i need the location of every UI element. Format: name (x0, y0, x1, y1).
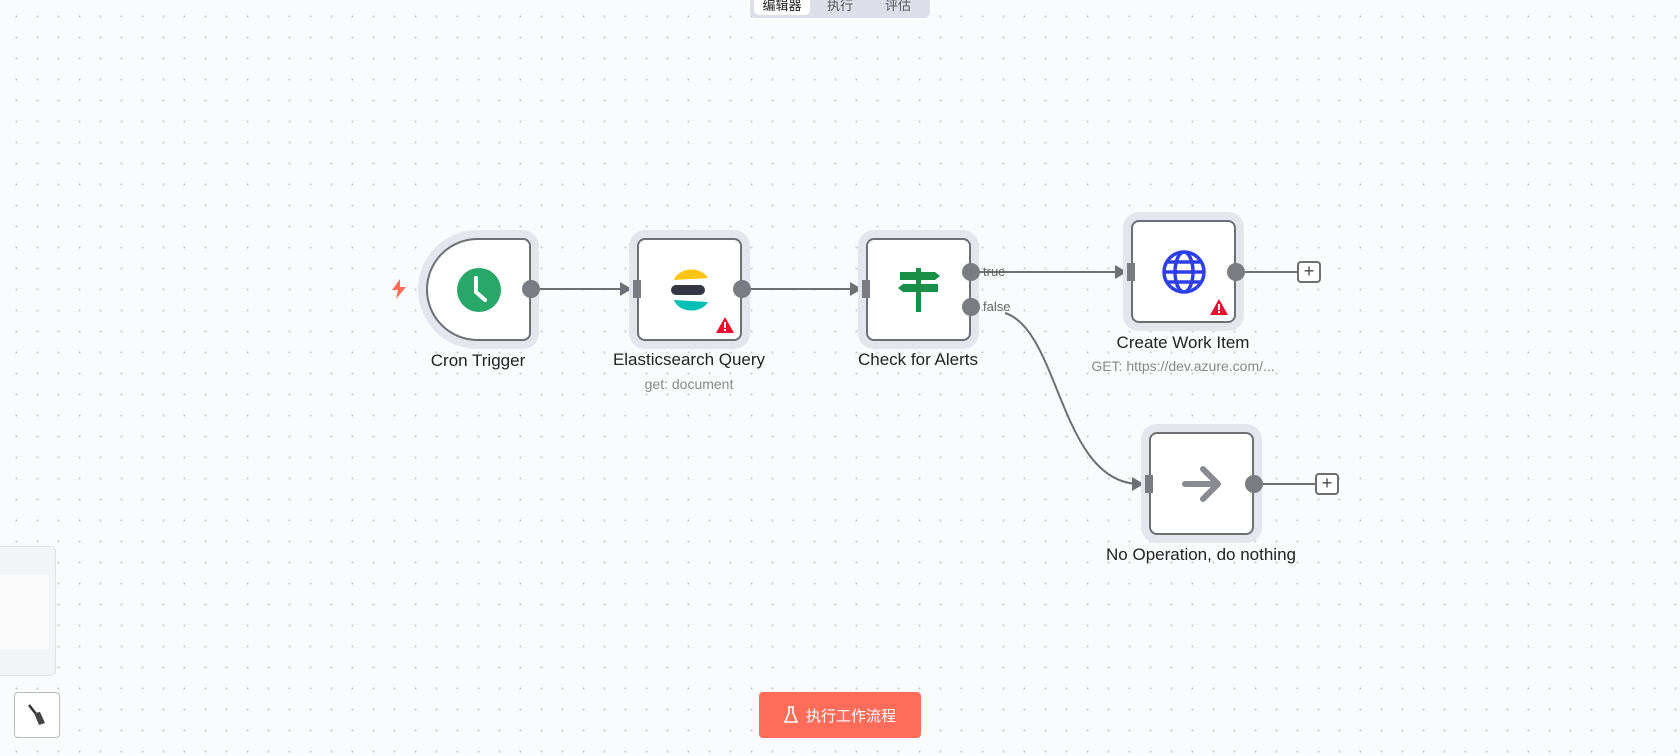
input-handle[interactable] (862, 280, 870, 298)
output-handle[interactable] (1245, 475, 1263, 493)
node-label: Cron Trigger (430, 351, 526, 370)
tab-editor[interactable]: 编辑器 (754, 0, 810, 15)
flask-icon (783, 706, 798, 723)
output-handle[interactable] (522, 280, 540, 298)
elasticsearch-icon (670, 268, 708, 311)
node-elasticsearch-query[interactable] (637, 238, 742, 341)
node-subtitle: get: document (644, 376, 734, 392)
node-label: Check for Alerts (858, 350, 978, 369)
node-create-work-item[interactable] (1131, 220, 1236, 323)
signpost-icon (897, 267, 940, 312)
side-panel (0, 546, 56, 676)
execute-workflow-button[interactable]: 执行工作流程 (759, 692, 921, 738)
warning-icon (716, 317, 734, 333)
node-label: No Operation, do nothing (1106, 545, 1296, 564)
trigger-lightning-icon (392, 279, 406, 299)
tidy-up-button[interactable] (14, 692, 60, 738)
output-handle-false[interactable] (962, 298, 980, 316)
edge-false-noop (1004, 312, 1141, 485)
node-check-for-alerts[interactable] (866, 238, 971, 341)
output-handle[interactable] (733, 280, 751, 298)
node-subtitle: GET: https://dev.azure.com/... (1091, 358, 1275, 374)
output-handle-true[interactable] (962, 263, 980, 281)
input-handle[interactable] (633, 280, 641, 298)
node-label: Elasticsearch Query (612, 350, 766, 369)
broom-icon (28, 704, 45, 725)
globe-icon (1161, 249, 1206, 294)
tab-evaluations[interactable]: 评估 (884, 0, 911, 13)
input-handle[interactable] (1127, 263, 1135, 281)
output-label-true: true (983, 264, 1006, 279)
output-label-false: false (983, 299, 1011, 314)
view-tabs: 编辑器 执行 评估 (750, 0, 930, 18)
arrow-right-icon (1181, 465, 1221, 502)
clock-icon (456, 267, 501, 312)
input-handle[interactable] (1145, 475, 1153, 493)
add-node-button[interactable]: + (1315, 473, 1339, 495)
output-handle[interactable] (1227, 263, 1245, 281)
execute-label: 执行工作流程 (805, 707, 896, 725)
add-node-button[interactable]: + (1297, 261, 1321, 283)
node-no-operation[interactable] (1149, 432, 1254, 535)
node-label: Create Work Item (1116, 333, 1250, 352)
warning-icon (1210, 299, 1228, 315)
tab-executions[interactable]: 执行 (826, 0, 853, 13)
node-cron-trigger[interactable] (426, 238, 531, 341)
